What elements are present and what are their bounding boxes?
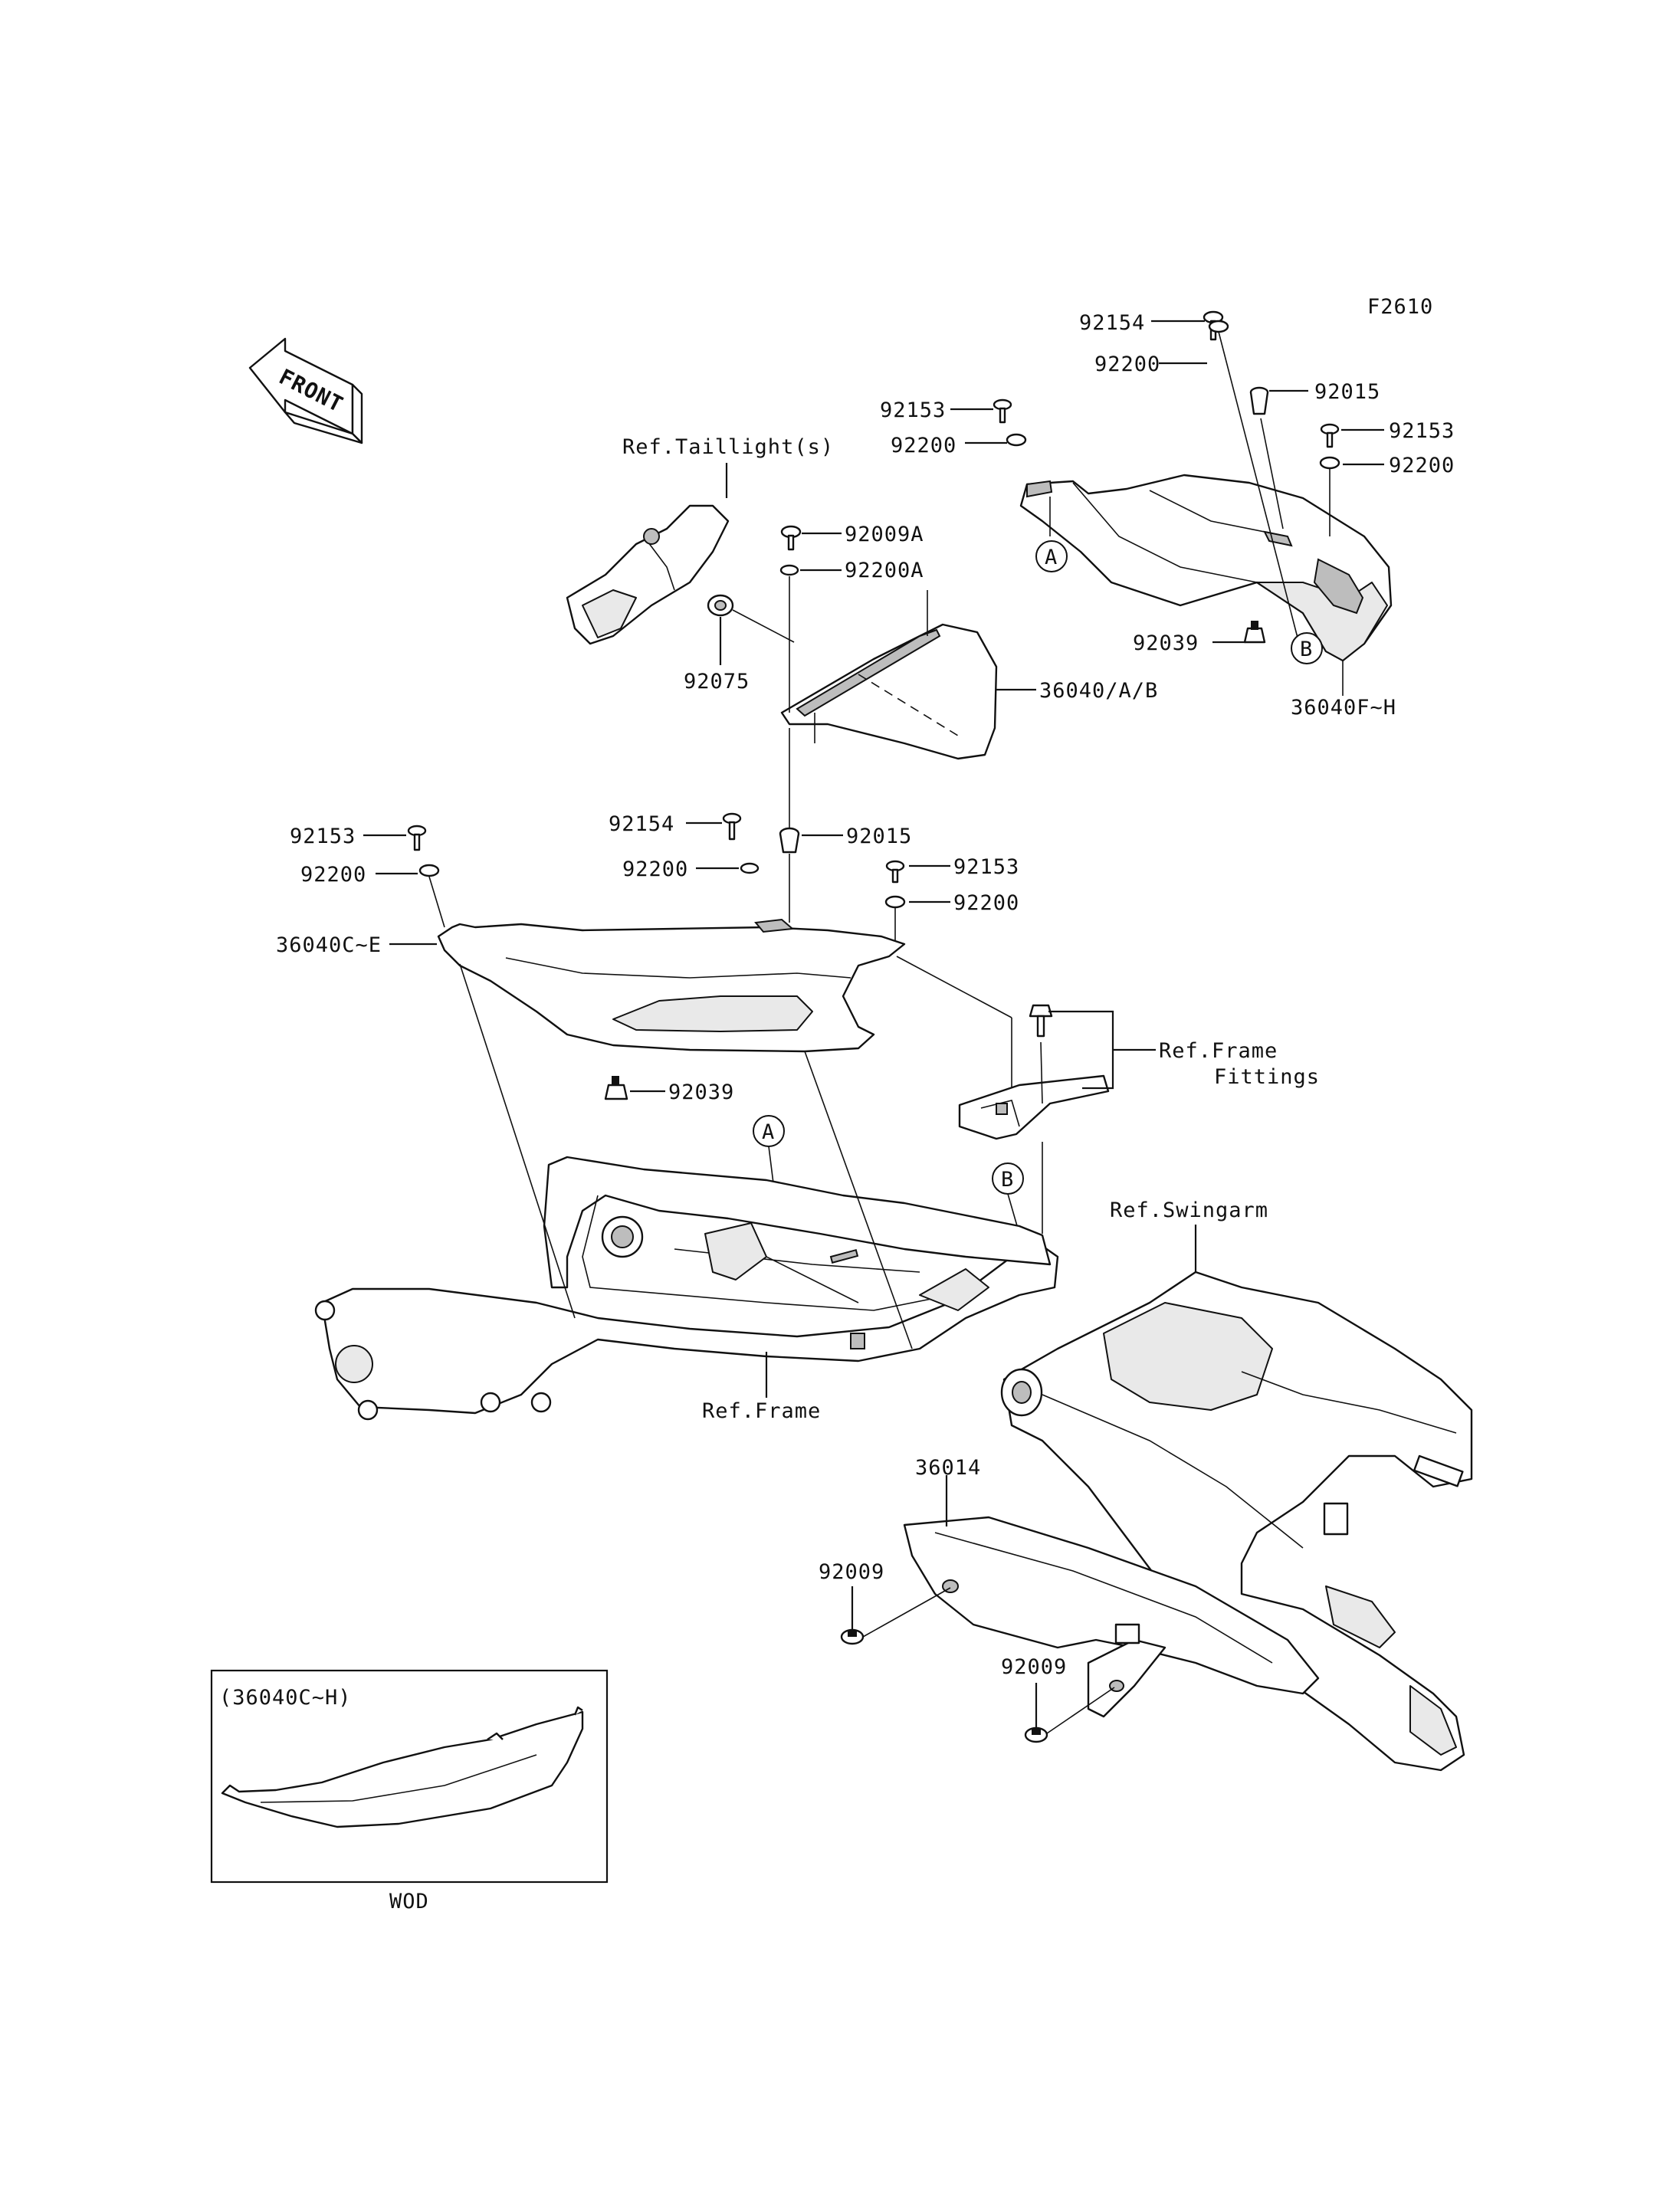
label-36040AB: 36040/A/B [1039, 679, 1158, 703]
label-92200-top: 92200 [1094, 353, 1160, 376]
clip-92039-mid-icon [604, 1076, 628, 1100]
marker-b-top: B [1291, 632, 1323, 664]
label-36040CE: 36040C~E [276, 933, 382, 957]
svg-text:B: B [1300, 638, 1313, 661]
label-92153-mid-left: 92153 [290, 825, 356, 848]
washer-92200A-icon [779, 564, 799, 576]
figure-code: F2610 [1367, 295, 1433, 319]
collar-92015-top-icon [1249, 386, 1269, 415]
svg-text:A: A [762, 1120, 775, 1144]
label-92154-mid: 92154 [609, 812, 674, 836]
svg-text:A: A [1045, 546, 1058, 569]
bolt-92153-top-left-icon [993, 398, 1012, 424]
label-92200-mid: 92200 [622, 857, 688, 881]
taillight-assembly [566, 504, 730, 645]
marker-a-mid: A [753, 1115, 785, 1147]
inset-caption: WOD [389, 1890, 429, 1913]
washer-92200-mid-icon [740, 862, 760, 874]
label-ref-frame-fittings-1: Ref.Frame [1159, 1039, 1278, 1063]
label-36040FH: 36040F~H [1291, 696, 1396, 720]
label-92009A: 92009A [845, 523, 924, 546]
label-92015-mid: 92015 [846, 825, 912, 848]
label-92200-mid-right: 92200 [953, 891, 1019, 915]
inset-title: (36040C~H) [219, 1686, 352, 1710]
label-92039-top: 92039 [1133, 631, 1199, 655]
label-92015-top: 92015 [1314, 380, 1380, 404]
label-92153-top-left: 92153 [880, 398, 946, 422]
label-36014: 36014 [915, 1456, 981, 1480]
label-92039-mid: 92039 [668, 1080, 734, 1104]
front-arrow-icon: FRONT [248, 337, 363, 444]
swingarm [1000, 1271, 1473, 1772]
label-ref-swingarm: Ref.Swingarm [1110, 1199, 1268, 1222]
bolt-frame-fitting-icon [1029, 1004, 1053, 1038]
bolt-92009A-icon [780, 525, 802, 551]
label-ref-frame: Ref.Frame [702, 1399, 821, 1423]
label-92075: 92075 [684, 670, 750, 694]
label-92009-right: 92009 [1001, 1655, 1067, 1679]
label-ref-frame-fittings-2: Fittings [1214, 1065, 1320, 1089]
washer-92200-top-left-icon [1006, 433, 1027, 447]
seat-cover-side [437, 918, 906, 1053]
bolt-92009-left-icon [840, 1628, 865, 1645]
seat-cover-center [780, 623, 998, 760]
seat-cover-rear-upper [1019, 474, 1393, 662]
bolt-92154-mid-icon [722, 812, 742, 841]
label-92153-mid-right: 92153 [953, 855, 1019, 879]
chain-guard [903, 1516, 1320, 1718]
grommet-92075-icon [707, 594, 734, 617]
washer-92200-top-icon [1208, 320, 1229, 333]
bolt-92153-top-right-icon [1320, 423, 1340, 448]
svg-text:B: B [1001, 1168, 1014, 1192]
inset-cover-variant [221, 1706, 584, 1828]
label-92200A: 92200A [845, 559, 924, 582]
bolt-92009-right-icon [1024, 1726, 1048, 1743]
washer-92200-mid-right-icon [884, 895, 906, 909]
bolt-92153-mid-right-icon [885, 860, 905, 884]
label-92200-top-left: 92200 [891, 434, 956, 457]
washer-92200-mid-left-icon [418, 864, 440, 877]
label-92200-mid-left: 92200 [300, 863, 366, 887]
label-92154-top: 92154 [1079, 311, 1145, 335]
label-92009-left: 92009 [819, 1560, 884, 1584]
marker-b-mid: B [992, 1162, 1024, 1195]
bolt-92153-mid-left-icon [407, 825, 427, 851]
collar-92015-mid-icon [779, 827, 800, 854]
label-92200-top-right: 92200 [1389, 454, 1455, 477]
clip-92039-top-icon [1243, 621, 1266, 644]
inset-box: (36040C~H) [210, 1669, 609, 1884]
washer-92200-top-right-icon [1319, 456, 1340, 470]
frame-fitting-bracket [958, 1074, 1110, 1140]
marker-a-top: A [1035, 540, 1068, 572]
label-ref-taillight: Ref.Taillight(s) [622, 435, 834, 459]
label-92153-top-right: 92153 [1389, 419, 1455, 443]
frame-subframe [314, 1156, 1059, 1421]
